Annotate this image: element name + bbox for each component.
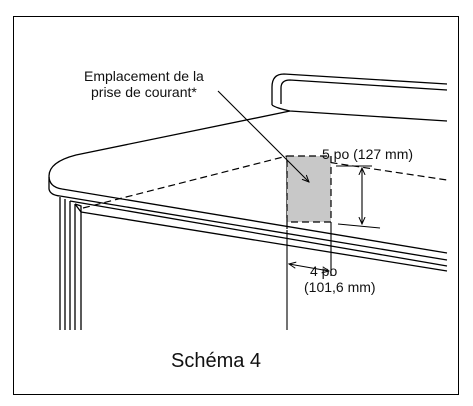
vertical-dimension-label: 5 po (127 mm) — [322, 146, 414, 162]
countertop — [48, 110, 448, 261]
horizontal-dimension-line-1: 4 po — [310, 263, 338, 279]
horizontal-dimension-label: 4 po (101,6 mm) — [304, 263, 376, 295]
outlet-leader-line — [217, 90, 309, 182]
horizontal-dimension-marker — [286, 222, 332, 330]
horizontal-dimension-line-2: (101,6 mm) — [304, 279, 376, 296]
outlet-label-line-2: prise de courant* — [91, 84, 197, 101]
cabinet — [59, 197, 448, 330]
vertical-dimension-marker — [336, 165, 381, 229]
outlet-label-line-1: Emplacement de la — [84, 68, 204, 84]
outlet-location-label: Emplacement de la prise de courant* — [84, 68, 204, 100]
range-outline-dashed — [82, 155, 448, 230]
diagram-frame — [13, 16, 459, 395]
backsplash — [271, 73, 448, 122]
figure-caption: Schéma 4 — [171, 350, 262, 372]
